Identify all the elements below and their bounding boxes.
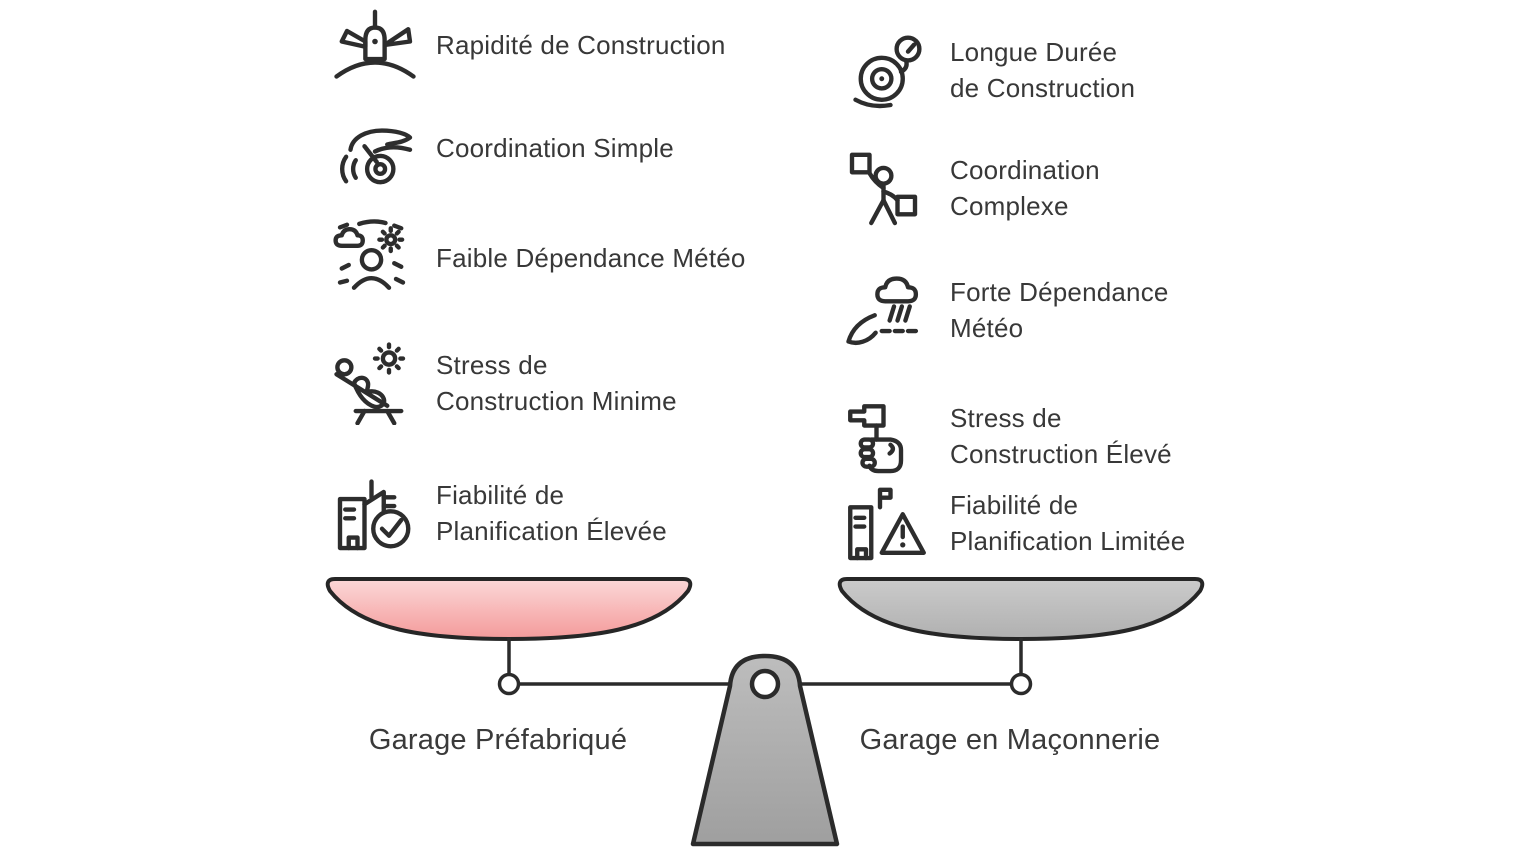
feature-label: Fiabilité de Planification Élevée xyxy=(436,480,667,546)
left-hinge-circle xyxy=(497,672,521,696)
building-check-icon xyxy=(332,467,418,559)
feature-item-right-5: Fiabilité de Planification Limitée xyxy=(844,476,1185,570)
feature-label: Coordination Complexe xyxy=(950,155,1100,221)
feature-item-left-2: Coordination Simple xyxy=(332,102,674,194)
feature-item-left-5: Fiabilité de Planification Élevée xyxy=(332,466,667,560)
feature-label: Forte Dépendance Météo xyxy=(950,277,1169,343)
person-mild-weather-icon xyxy=(332,212,418,304)
feature-label: Stress de Construction Élevé xyxy=(950,403,1172,469)
feature-label: Fiabilité de Planification Limitée xyxy=(950,490,1186,556)
right-hinge-circle xyxy=(1009,672,1033,696)
feature-item-right-3: Forte Dépendance Météo xyxy=(844,262,1169,358)
feature-label: Faible Dépendance Météo xyxy=(436,243,746,273)
juggler-boxes-icon xyxy=(844,142,930,234)
pivot-hole xyxy=(749,668,781,700)
fist-hammer-icon xyxy=(844,390,930,482)
feature-item-right-4: Stress de Construction Élevé xyxy=(844,388,1172,484)
pivot-base xyxy=(690,653,840,847)
feature-item-right-1: Longue Durée de Construction xyxy=(844,22,1135,118)
feature-item-left-4: Stress de Construction Minime xyxy=(332,336,677,430)
feature-item-left-1: Rapidité de Construction xyxy=(332,0,726,90)
feature-item-left-3: Faible Dépendance Météo xyxy=(332,212,746,304)
hand-yoyo-icon xyxy=(332,102,418,194)
feature-label: Rapidité de Construction xyxy=(436,30,726,60)
feature-label: Longue Durée de Construction xyxy=(950,37,1136,103)
rover-hill-icon xyxy=(332,0,418,91)
feature-label: Coordination Simple xyxy=(436,133,674,163)
snail-clock-icon xyxy=(844,24,930,116)
wind-raincloud-icon xyxy=(844,264,930,356)
feature-label: Stress de Construction Minime xyxy=(436,350,677,416)
building-warning-icon xyxy=(844,477,930,569)
deckchair-sun-icon xyxy=(332,337,418,429)
left-side-label: Garage Préfabriqué xyxy=(368,724,628,756)
feature-item-right-2: Coordination Complexe xyxy=(844,140,1100,236)
scale-beam-and-pivot xyxy=(497,638,1033,847)
right-side-label: Garage en Maçonnerie xyxy=(859,724,1161,756)
